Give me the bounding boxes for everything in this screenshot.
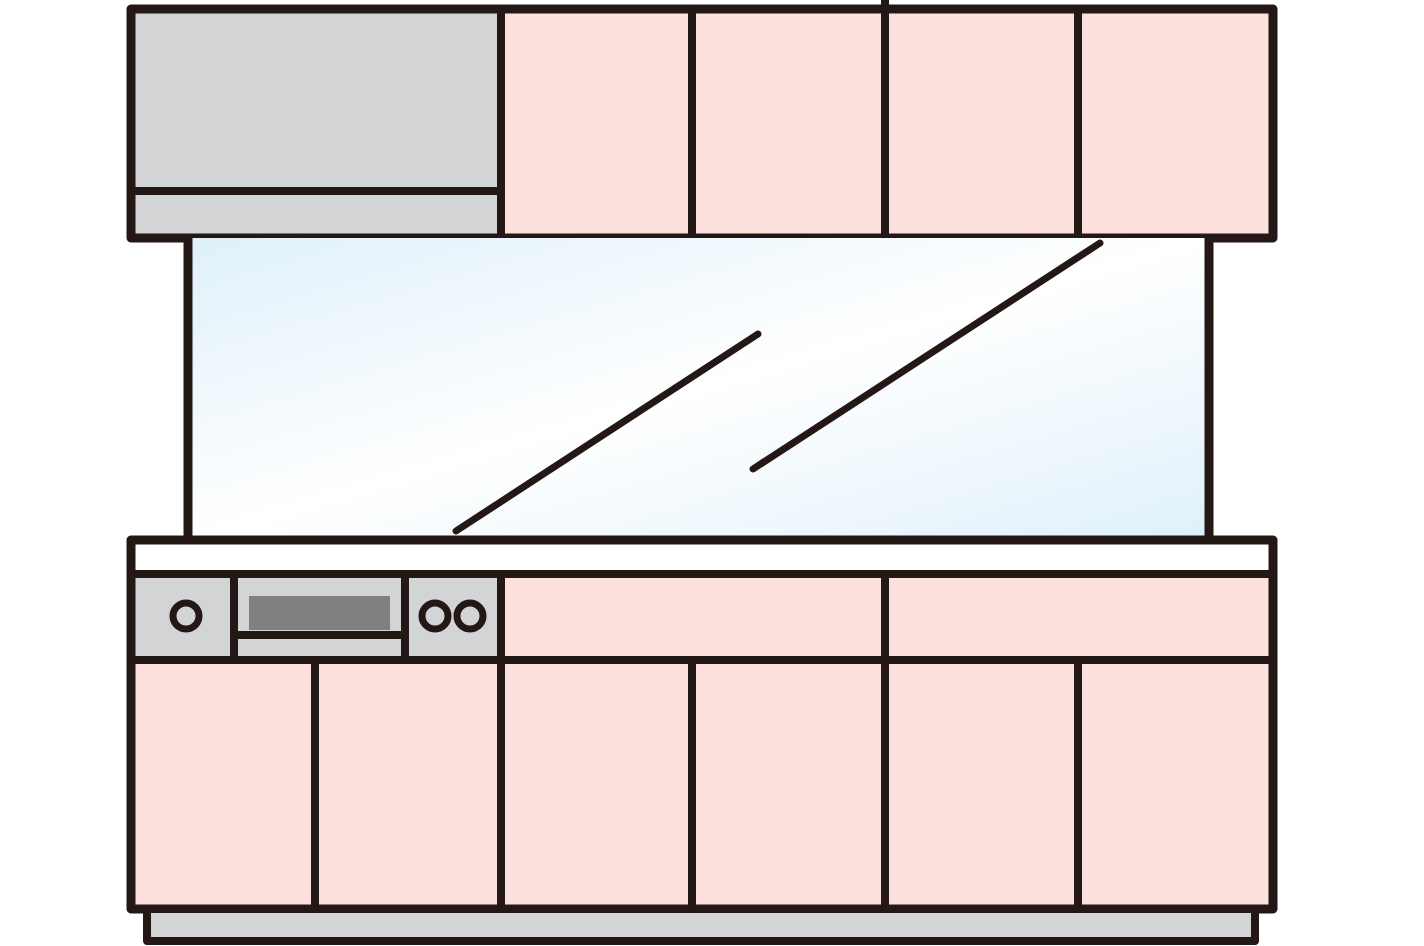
lower-cabinet-door-4[interactable] [692,660,885,909]
lower-cabinet-door-2[interactable] [315,660,501,909]
drawer-2[interactable] [885,574,1273,660]
countertop [133,540,1273,574]
burner-knob-right-1[interactable] [418,599,452,633]
backsplash [183,238,1214,540]
drawer-1[interactable] [501,574,885,660]
upper-cabinet-door-3[interactable] [885,9,1078,238]
upper-cabinet-door-2[interactable] [692,9,885,238]
upper-cabinet-door-4[interactable] [1078,9,1273,238]
burner-knob-left[interactable] [169,599,203,633]
lower-cabinet-door-3[interactable] [501,660,692,909]
plinth [143,905,1259,945]
lower-section [126,535,1278,945]
upper-section [126,0,1278,243]
burner-knob-right-2[interactable] [453,599,487,633]
range-hood [131,9,501,238]
lower-cabinet-door-5[interactable] [885,660,1078,909]
backsplash-glass [188,238,1209,540]
upper-cabinet-door-1[interactable] [501,9,692,238]
lower-cabinet-door-1[interactable] [133,660,315,909]
lower-cabinet-door-6[interactable] [1078,660,1273,909]
glass-reflection-line-1 [452,330,762,535]
glass-reflection-line-2 [749,239,1104,473]
oven-display [249,596,390,630]
